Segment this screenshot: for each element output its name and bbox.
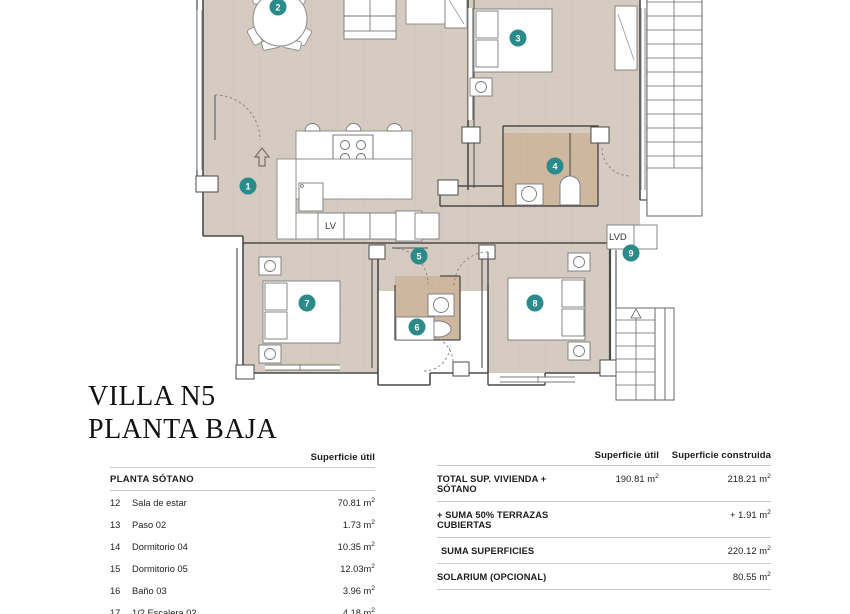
room-marker-5[interactable]: 5 — [410, 247, 428, 265]
room-number: 13 — [110, 519, 121, 530]
surface-table-basement: Superficie útil PLANTA SÓTANO 12 Sala de e… — [110, 452, 375, 614]
divider — [110, 467, 375, 468]
bed-7 — [258, 256, 341, 364]
svg-text:9: 9 — [628, 249, 633, 259]
divider — [437, 537, 771, 539]
header-superficie-construida: Superficie construida — [671, 450, 771, 461]
totals-row: SOLARIUM (OPCIONAL) 80.55 m2 — [437, 564, 771, 589]
divider — [437, 501, 771, 503]
wardrobe-3 — [444, 0, 468, 29]
table-row: 12 Sala de estar 70.81 m2 — [110, 491, 375, 513]
svg-text:2: 2 — [275, 3, 280, 13]
room-name: Baño 03 — [132, 585, 167, 596]
bath-4-fixtures — [515, 175, 581, 206]
divider — [437, 465, 771, 466]
room-marker-9[interactable]: 9 — [622, 244, 640, 262]
washing-machine-label: LVD — [609, 232, 627, 243]
totals-label: + SUMA 50% TERRAZAS CUBIERTAS — [437, 510, 549, 531]
room-marker-6[interactable]: 6 — [408, 318, 426, 336]
totals-label: TOTAL SUP. VIVIENDA + SÓTANO — [437, 474, 547, 495]
header-superficie-util: Superficie útil — [594, 450, 659, 461]
section-name: PLANTA SÓTANO — [110, 474, 194, 485]
bath-6-fixtures — [395, 293, 455, 341]
totals-util-value: 190.81 m2 — [615, 473, 659, 485]
right-table-header: Superficie útil Superficie construida — [437, 450, 771, 465]
dining-set — [246, 0, 312, 51]
title-line-1: VILLA N5 — [88, 381, 216, 412]
room-area: 10.35 m2 — [337, 540, 375, 552]
divider — [110, 490, 375, 491]
svg-text:6: 6 — [414, 323, 419, 333]
table-row: 14 Dormitorio 04 10.35 m2 — [110, 535, 375, 557]
divider — [437, 589, 771, 591]
table-section-header: PLANTA SÓTANO — [110, 468, 375, 490]
dishwasher-label: LV — [325, 221, 337, 232]
totals-construida-value: 220.12 m2 — [727, 545, 771, 557]
svg-text:1: 1 — [245, 182, 250, 192]
kitchen — [276, 123, 440, 242]
totals-label: SOLARIUM (OPCIONAL) — [437, 572, 547, 583]
totals-construida-value: 218.21 m2 — [727, 473, 771, 485]
room-marker-8[interactable]: 8 — [526, 294, 544, 312]
table-row: 17 1/2 Escalera 02 4.18 m2 — [110, 601, 375, 614]
left-table-header: Superficie útil — [110, 452, 375, 467]
floor-plan-drawing: LV LVD 1 2 3 4 — [195, 0, 703, 401]
page-title: VILLA N5 PLANTA BAJA — [88, 380, 277, 446]
room-area: 1.73 m2 — [342, 518, 375, 530]
room-name: 1/2 Escalera 02 — [132, 608, 197, 614]
divider — [437, 563, 771, 565]
room-number: 17 — [110, 608, 121, 614]
bed-8 — [507, 252, 591, 361]
svg-text:5: 5 — [416, 252, 421, 262]
totals-row: + SUMA 50% TERRAZAS CUBIERTAS + 1.91 m2 — [437, 502, 771, 537]
staircase-lower — [615, 307, 675, 401]
room-marker-4[interactable]: 4 — [546, 157, 564, 175]
entry-arrow — [253, 147, 271, 167]
svg-text:8: 8 — [532, 299, 537, 309]
room-area: 70.81 m2 — [337, 496, 375, 508]
totals-label: SUMA SUPERFICIES — [441, 546, 535, 557]
wardrobe-3b — [614, 5, 638, 71]
sofa — [343, 0, 397, 40]
totals-row: TOTAL SUP. VIVIENDA + SÓTANO 190.81 m2 218… — [437, 466, 771, 501]
room-number: 15 — [110, 563, 121, 574]
svg-text:4: 4 — [552, 162, 557, 172]
room-marker-3[interactable]: 3 — [509, 29, 527, 47]
title-line-2: PLANTA BAJA — [88, 414, 278, 446]
room-markers: 1 2 3 4 5 — [239, 0, 640, 336]
svg-text:7: 7 — [304, 299, 309, 309]
room-marker-1[interactable]: 1 — [239, 177, 257, 195]
room-number: 16 — [110, 585, 121, 596]
plan-furniture — [246, 0, 658, 364]
totals-row: SUMA SUPERFICIES 220.12 m2 — [437, 538, 771, 563]
plan-door-swings — [214, 94, 631, 372]
surface-table-totals: Superficie útil Superficie construida TO… — [437, 450, 771, 591]
table-row: 15 Dormitorio 05 12.03m2 — [110, 557, 375, 579]
plan-door-leaves — [214, 95, 489, 286]
room-marker-2[interactable]: 2 — [269, 0, 287, 16]
staircase-upper — [646, 0, 703, 217]
totals-construida-value: 80.55 m2 — [732, 571, 771, 583]
plan-door-jambs — [195, 126, 619, 380]
room-area: 4.18 m2 — [342, 606, 375, 614]
room-area: 3.96 m2 — [342, 584, 375, 596]
plan-windows — [196, 8, 646, 383]
room-number: 12 — [110, 497, 121, 508]
room-name: Dormitorio 05 — [132, 563, 188, 574]
room-marker-7[interactable]: 7 — [298, 294, 316, 312]
room-name: Sala de estar — [132, 497, 187, 508]
table-row: 16 Baño 03 3.96 m2 — [110, 579, 375, 601]
svg-text:3: 3 — [515, 34, 520, 44]
table-row: 13 Paso 02 1.73 m2 — [110, 513, 375, 535]
room-name: Paso 02 — [132, 519, 167, 530]
totals-construida-value: + 1.91 m2 — [729, 509, 771, 521]
header-superficie-util: Superficie útil — [310, 452, 375, 463]
room-name: Dormitorio 04 — [132, 541, 188, 552]
room-number: 14 — [110, 541, 121, 552]
room-area: 12.03m2 — [340, 562, 375, 574]
